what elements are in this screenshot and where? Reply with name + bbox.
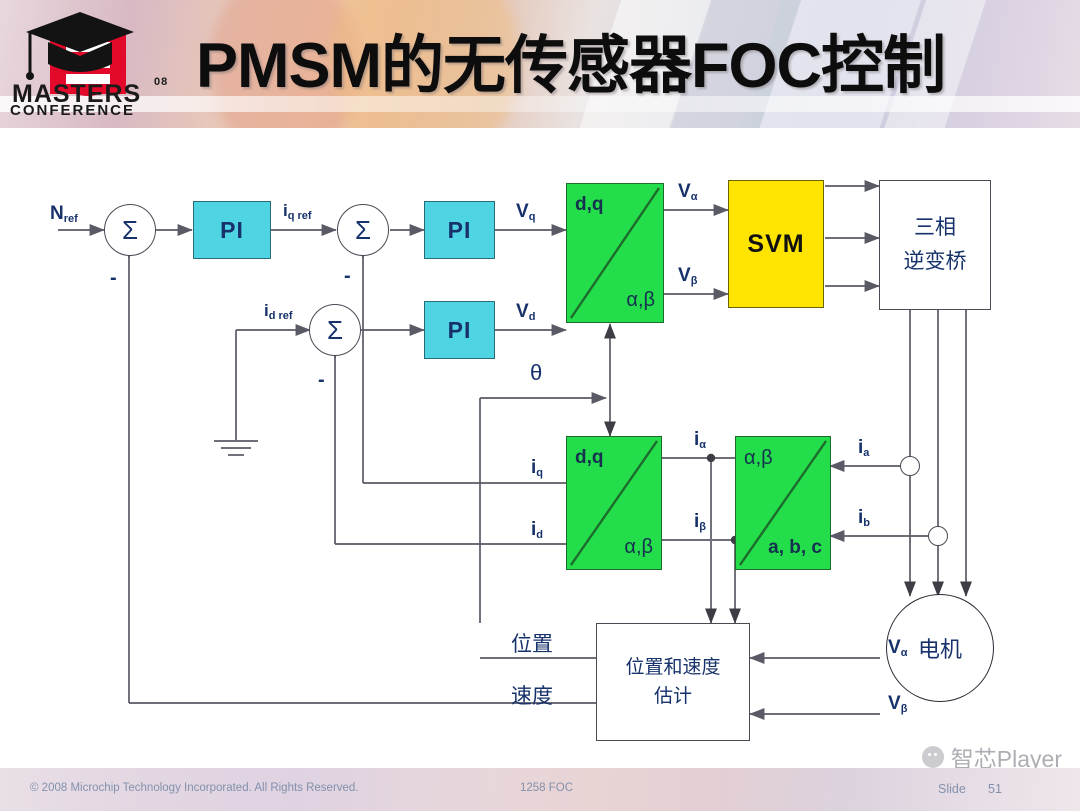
slide-footer: © 2008 Microchip Technology Incorporated… bbox=[0, 768, 1080, 811]
three-phase-inverter-block[interactable]: 三相 逆变桥 bbox=[879, 180, 991, 310]
current-sensor-ib bbox=[928, 526, 948, 546]
transform-input-label: a, b, c bbox=[768, 537, 822, 558]
label-v-beta: Vβ bbox=[678, 265, 698, 287]
pi-label: PI bbox=[447, 316, 472, 343]
footer-slide-label: Slide bbox=[938, 782, 966, 796]
header-highlight-band bbox=[0, 96, 1080, 112]
current-sensor-ia bbox=[900, 456, 920, 476]
footer-slide-number: 51 bbox=[988, 782, 1002, 796]
label-vd: Vd bbox=[516, 301, 536, 323]
pi-controller-d-axis[interactable]: PI bbox=[424, 301, 495, 359]
pi-label: PI bbox=[220, 216, 244, 243]
clarke-transform-block[interactable]: α,β a, b, c bbox=[735, 436, 831, 570]
page-title: PMSM的无传感器FOC控制 bbox=[196, 31, 946, 101]
ground-symbol bbox=[214, 440, 258, 456]
watermark: 智芯Player bbox=[921, 740, 1062, 774]
footer-copyright: © 2008 Microchip Technology Incorporated… bbox=[30, 782, 359, 794]
label-v-alpha-estimator: Vα bbox=[888, 637, 908, 659]
label-ib: ib bbox=[858, 507, 871, 529]
logo-masters-text: MASTERS bbox=[12, 80, 142, 108]
minus-sign-d-loop: - bbox=[318, 369, 325, 391]
logo-graphic bbox=[26, 12, 134, 96]
inverse-park-transform-block[interactable]: d,q α,β bbox=[566, 183, 664, 323]
sum-junction-iq: Σ bbox=[337, 204, 389, 256]
label-v-alpha: Vα bbox=[678, 181, 698, 203]
label-vq: Vq bbox=[516, 201, 536, 223]
pi-controller-q-axis[interactable]: PI bbox=[424, 201, 495, 259]
minus-sign-speed-loop: - bbox=[110, 267, 117, 289]
footer-center-text: 1258 FOC bbox=[520, 782, 574, 794]
label-theta: θ bbox=[530, 360, 543, 385]
transform-input-label: d,q bbox=[575, 194, 604, 215]
transform-output-label: α,β bbox=[626, 289, 655, 311]
logo-conference-text: CONFERENCE bbox=[10, 102, 136, 119]
label-position: 位置 bbox=[511, 633, 553, 656]
pi-label: PI bbox=[447, 216, 472, 243]
label-id-ref: id ref bbox=[264, 301, 293, 322]
sum-symbol: Σ bbox=[121, 214, 139, 245]
park-transform-block[interactable]: d,q α,β bbox=[566, 436, 662, 570]
estimator-label-line1: 位置和速度 bbox=[625, 657, 721, 678]
label-speed: 速度 bbox=[511, 685, 553, 708]
label-iq: iq bbox=[531, 457, 544, 479]
label-i-alpha: iα bbox=[694, 429, 707, 451]
inverter-label-line2: 逆变桥 bbox=[903, 250, 967, 273]
svm-label: SVM bbox=[747, 229, 805, 258]
junction-dot-ialpha bbox=[706, 453, 716, 463]
minus-sign-q-loop: - bbox=[344, 265, 351, 287]
pi-controller-speed[interactable]: PI bbox=[193, 201, 271, 259]
transform-output-label: α,β bbox=[744, 447, 773, 469]
label-v-beta-estimator: Vβ bbox=[888, 693, 908, 715]
motor-label: 电机 bbox=[917, 637, 962, 662]
sum-symbol: Σ bbox=[354, 214, 372, 245]
label-iq-ref: iq ref bbox=[283, 201, 312, 222]
foc-block-diagram: Σ Σ Σ PI PI PI d,q α,β SVM bbox=[0, 128, 1080, 768]
label-i-beta: iβ bbox=[694, 511, 706, 533]
inverter-label-line1: 三相 bbox=[914, 216, 956, 239]
transform-input-label: d,q bbox=[575, 447, 604, 468]
motor-block[interactable]: 电机 bbox=[886, 594, 994, 702]
logo-year-sup: 08 bbox=[154, 76, 169, 88]
diagram-wires bbox=[58, 180, 972, 720]
transform-output-label: α,β bbox=[624, 536, 653, 558]
label-ia: ia bbox=[858, 437, 870, 459]
slide-header: MASTERS 08 CONFERENCE PMSM的无传感器FOC控制 bbox=[0, 0, 1080, 128]
sum-symbol: Σ bbox=[326, 314, 344, 345]
watermark-text: 智芯Player bbox=[950, 746, 1062, 772]
label-n-ref: Nref bbox=[50, 203, 78, 225]
svm-block[interactable]: SVM bbox=[728, 180, 824, 308]
estimator-label-line2: 估计 bbox=[653, 686, 692, 707]
sum-junction-id: Σ bbox=[309, 304, 361, 356]
wechat-icon bbox=[921, 746, 944, 768]
position-speed-estimator-block[interactable]: 位置和速度 估计 bbox=[596, 623, 750, 741]
sum-junction-speed: Σ bbox=[104, 204, 156, 256]
masters-conference-logo: MASTERS 08 CONFERENCE bbox=[8, 2, 168, 120]
label-id: id bbox=[531, 519, 544, 541]
